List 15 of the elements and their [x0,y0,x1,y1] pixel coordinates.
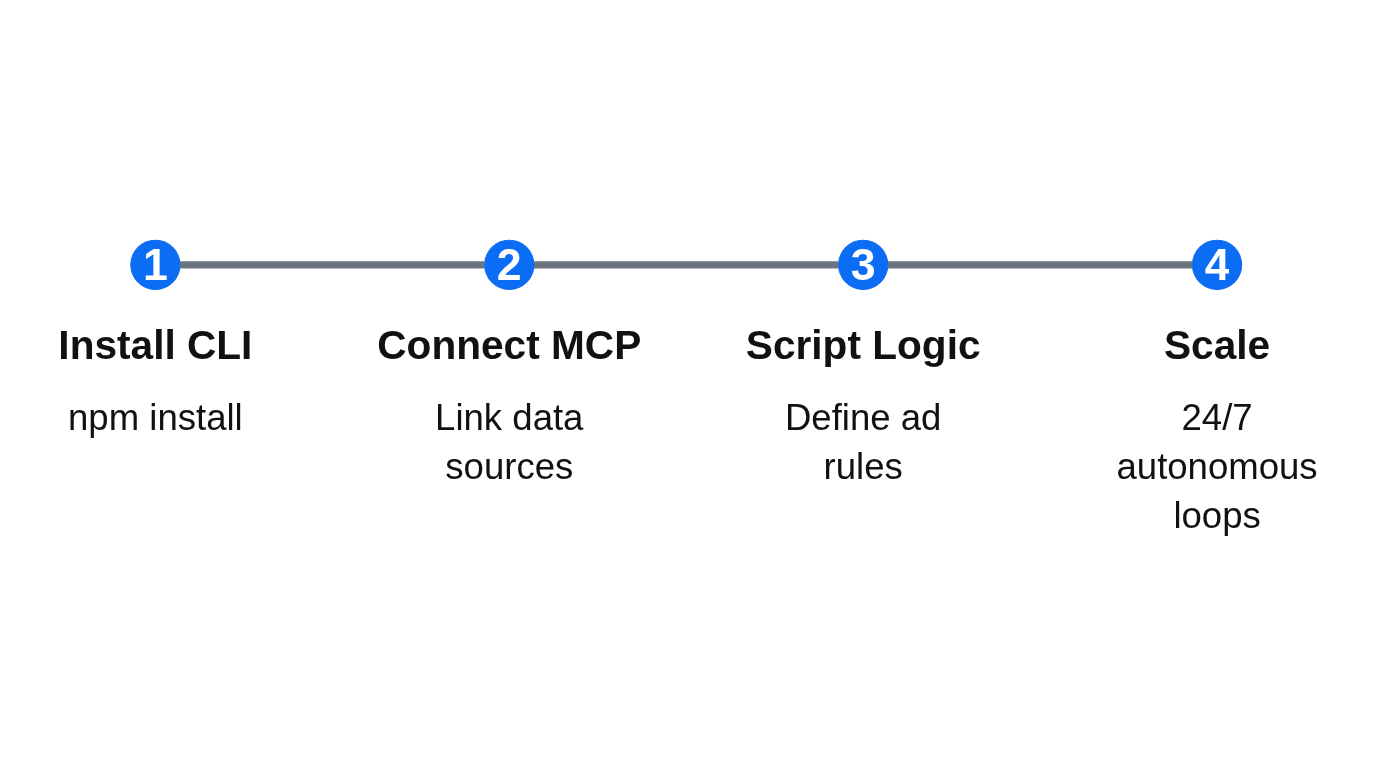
step-title: Script Logic [745,322,981,369]
connector [180,261,485,269]
step-description: npm install [68,397,243,439]
node-circle: 1 [130,240,181,291]
connector [887,261,1193,269]
step-description: Link data sources [435,397,584,488]
connector [533,261,839,269]
step-description: 24/7 autonomous loops [1116,397,1318,537]
node-circle: 2 [484,240,535,291]
node-circle: 3 [838,240,889,291]
step-title: Scale [1164,322,1271,369]
step-title: Install CLI [58,322,253,369]
step-description: Define ad rules [784,397,942,488]
node-circle: 4 [1191,240,1243,291]
step-title: Connect MCP [377,322,642,369]
